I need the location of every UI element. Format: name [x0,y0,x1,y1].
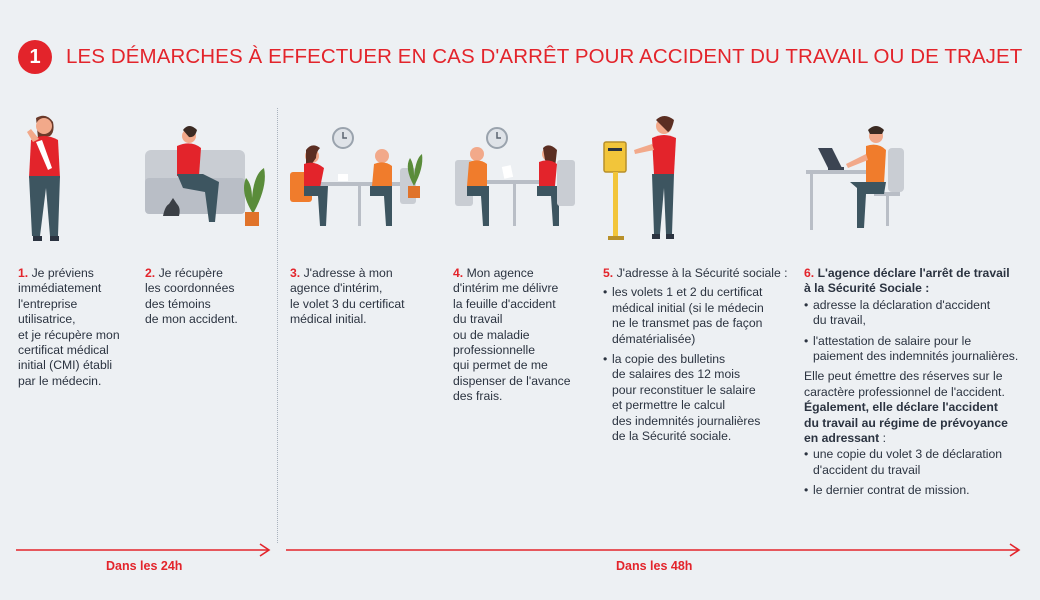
illustration-woman-sofa [145,126,265,226]
list-item: la copie des bulletins de salaires des 1… [603,352,793,444]
step-line: des frais. [453,389,503,404]
step-number: 6. [804,266,815,280]
reserve-paragraph: Elle peut émettre des réserves sur le ca… [804,369,1032,400]
list-line: les volets 1 et 2 du certificat [612,285,763,300]
step-line: Mon agence [466,266,534,280]
step-line: Je récupère [158,266,223,280]
step-line: des témoins [145,296,211,311]
header: 1 LES DÉMARCHES À EFFECTUER EN CAS D'ARR… [18,40,1022,74]
list-line: paiement des indemnités journalières. [813,349,1019,364]
step-5-text: 5. J'adresse à la Sécurité sociale : les… [603,266,793,449]
step-4-text: 4. Mon agence d'intérim me délivre la fe… [453,266,593,405]
step-line: ou de maladie [453,327,530,342]
step-intro: J'adresse à la Sécurité sociale : [616,266,788,280]
step-line: de mon accident. [145,312,238,327]
paragraph-line: Également, elle déclare l'accident [804,400,998,415]
illustration-agency-meeting [290,127,423,226]
step-line: initial (CMI) établi [18,358,113,373]
list-line: des indemnités journalières [612,413,761,428]
step-line: agence d'intérim, [290,281,383,296]
step-number: 1. [18,266,29,280]
step-heading: à la Sécurité Sociale : [804,281,930,296]
list-line: de salaires des 12 mois [612,367,741,382]
step-line: d'intérim me délivre [453,281,559,296]
prevoyance-paragraph: Également, elle déclare l'accident du tr… [804,400,1032,431]
step-line: du travail [453,312,503,327]
list-item: adresse la déclaration d'accident du tra… [804,298,1032,329]
list-line: la copie des bulletins [612,352,726,367]
step-line: le volet 3 du certificat [290,296,405,311]
step-number-badge: 1 [18,40,52,74]
list-line: dématérialisée) [612,331,696,346]
step-5-list: les volets 1 et 2 du certificat médical … [603,285,793,444]
timeline-48h-arrow [286,543,1021,557]
step-number: 2. [145,266,156,280]
step-number: 3. [290,266,301,280]
list-line: de la Sécurité sociale. [612,429,732,444]
list-line: du travail, [813,313,866,328]
step-line: par le médecin. [18,373,102,388]
lead-rest: : [879,431,886,446]
section-divider [277,108,278,543]
list-line: adresse la déclaration d'accident [813,297,991,312]
step-line: médical initial. [290,312,367,327]
step-6-list-1: adresse la déclaration d'accident du tra… [804,298,1032,365]
step-number: 4. [453,266,464,280]
list-item: le dernier contrat de mission. [804,483,1032,499]
lead-bold: en adressant [804,431,880,446]
step-6-text: 6. L'agence déclare l'arrêt de travail à… [804,266,1032,504]
timeline-24h-label: Dans les 24h [106,559,183,573]
lead-line: en adressant : [804,431,1032,446]
page-title: LES DÉMARCHES À EFFECTUER EN CAS D'ARRÊT… [66,45,1023,68]
list-line: et permettre le calcul [612,398,726,413]
step-1-text: 1. Je préviens immédiatement l'entrepris… [18,266,136,389]
illustration-laptop [806,126,904,230]
list-line: médical initial (si le médecin [612,300,764,315]
paragraph-line: caractère professionnel de l'accident. [804,384,1005,399]
illustration-mailbox [603,116,676,240]
list-item: une copie du volet 3 de déclaration d'ac… [804,447,1032,478]
illustration-woman-phone [27,115,60,241]
paragraph-line: du travail au régime de prévoyance [804,415,1008,430]
step-line: l'entreprise [18,296,78,311]
step-line: qui permet de me [453,358,548,373]
step-line: les coordonnées [145,281,235,296]
list-line: pour reconstituer le salaire [612,382,756,397]
timeline-24h-arrow [16,543,271,557]
step-line: immédiatement [18,281,102,296]
list-item: les volets 1 et 2 du certificat médical … [603,285,793,347]
list-line: d'accident du travail [813,462,921,477]
step-number: 5. [603,266,614,280]
step-line: professionnelle [453,343,535,358]
list-line: l'attestation de salaire pour le [813,333,972,348]
illustration-agency-document [455,127,575,226]
step-line: et je récupère mon [18,327,120,342]
step-line: utilisatrice, [18,312,76,327]
step-2-text: 2. Je récupère les coordonnées des témoi… [145,266,263,328]
step-line: J'adresse à mon [303,266,393,280]
timeline-48h-label: Dans les 48h [616,559,693,573]
paragraph-line: Elle peut émettre des réserves sur le [804,369,1003,384]
step-line: la feuille d'accident [453,296,556,311]
step-line: Je préviens [31,266,94,280]
step-3-text: 3. J'adresse à mon agence d'intérim, le … [290,266,430,328]
list-item: l'attestation de salaire pour le paiemen… [804,334,1032,365]
step-heading: L'agence déclare l'arrêt de travail [817,266,1010,280]
list-line: une copie du volet 3 de déclaration [813,447,1003,462]
step-line: dispenser de l'avance [453,373,571,388]
step-line: certificat médical [18,343,109,358]
list-line: le dernier contrat de mission. [813,483,970,498]
list-line: ne le transmet pas de façon [612,316,763,331]
step-6-list-2: une copie du volet 3 de déclaration d'ac… [804,447,1032,499]
